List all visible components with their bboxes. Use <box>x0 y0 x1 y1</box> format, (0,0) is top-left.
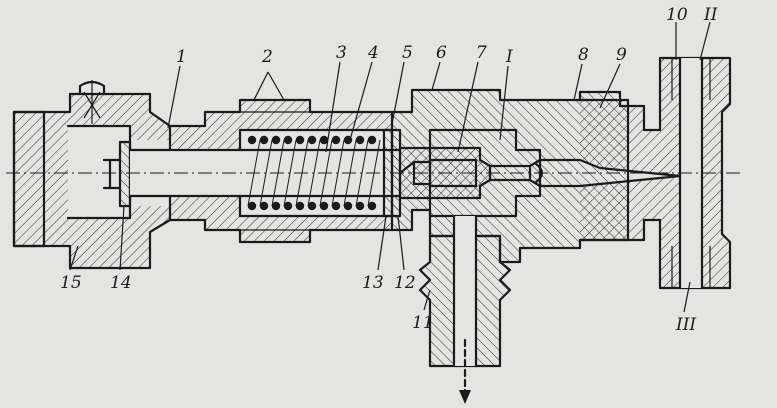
label-8: 8 <box>578 45 589 65</box>
spring-coil <box>367 135 377 145</box>
spring-coil <box>259 135 269 145</box>
spring-housing <box>168 98 394 244</box>
spring-coil <box>355 135 365 145</box>
label-3: 3 <box>336 43 347 63</box>
spring-coil <box>259 201 269 211</box>
spring-coil <box>367 201 377 211</box>
label-1: 1 <box>176 47 187 67</box>
label-III: III <box>675 315 696 335</box>
label-14: 14 <box>110 273 132 293</box>
spring-coil <box>319 135 329 145</box>
spring-coil <box>271 135 281 145</box>
spring-coil <box>247 201 257 211</box>
spring-coil <box>331 201 341 211</box>
disc-14 <box>102 140 132 208</box>
cap-screw <box>78 80 106 124</box>
spring-coil <box>307 201 317 211</box>
spring-coil <box>283 201 293 211</box>
label-9: 9 <box>616 45 627 65</box>
spring-coil <box>307 135 317 145</box>
label-7: 7 <box>476 43 487 63</box>
spring-coil <box>295 135 305 145</box>
label-II: II <box>703 5 718 25</box>
label-11: 11 <box>412 313 434 333</box>
label-I: I <box>505 47 513 67</box>
label-2: 2 <box>261 47 273 67</box>
label-5: 5 <box>402 43 413 63</box>
spring-coil <box>283 135 293 145</box>
spring-coil <box>331 135 341 145</box>
spring-coil <box>319 201 329 211</box>
spring-coil <box>343 201 353 211</box>
label-4: 4 <box>367 43 379 63</box>
label-15: 15 <box>60 273 82 293</box>
spring-coil <box>355 201 365 211</box>
label-13: 13 <box>362 273 384 293</box>
label-10: 10 <box>666 5 688 25</box>
spring-coil <box>295 201 305 211</box>
label-12: 12 <box>394 273 416 293</box>
leader-lines <box>69 21 711 313</box>
spring-coil <box>271 201 281 211</box>
outlet-fitting-11 <box>418 214 512 368</box>
label-6: 6 <box>436 43 447 63</box>
spring-coil <box>247 135 257 145</box>
flow-arrow <box>459 338 471 404</box>
